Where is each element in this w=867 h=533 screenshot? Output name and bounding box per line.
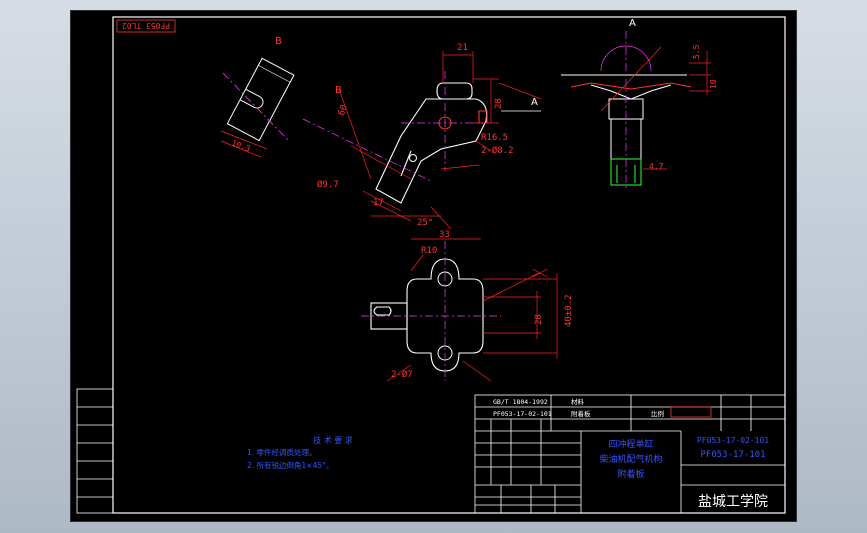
notes-title: 技 术 要 求 (313, 435, 353, 445)
section-b-view (226, 57, 295, 142)
side-arc (600, 45, 652, 72)
notes-item-1: 1. 零件经调质处理。 (247, 447, 317, 457)
part-name-3: 附着板 (617, 468, 644, 480)
dim-9-7: Ø9.7 (317, 179, 339, 190)
title-drawing-no-left: PF053-17-02-101 (493, 410, 552, 418)
plan-dims (386, 238, 558, 382)
dim-21: 21 (457, 43, 468, 53)
side-strip (76, 388, 114, 514)
cad-viewport[interactable]: PF053 TL02 B 10.3 21 (71, 11, 796, 521)
stamp-box (116, 19, 176, 33)
title-scale-label: 比例 (651, 409, 664, 418)
dim-17: 17 (373, 198, 384, 208)
dim-r10: R10 (421, 246, 437, 256)
dim-25-deg: 25° (417, 218, 433, 228)
part-name-2: 柴油机配气机构 (599, 453, 662, 465)
label-a-side: A (531, 97, 538, 108)
dim-10-3: 10.3 (230, 138, 251, 153)
side-dims (643, 51, 711, 170)
dim-60: 60 (337, 104, 350, 118)
dim-holes-top: 2-Ø8.2 (481, 145, 514, 156)
plan-view (370, 258, 484, 372)
title-red-tag (670, 406, 712, 418)
drawing-frame (112, 16, 786, 514)
part-name-1: 四冲程单缸 (608, 438, 653, 450)
bracket-dims (338, 51, 542, 230)
cad-drawing: PF053 TL02 B 10.3 21 (76, 16, 786, 514)
part-code-2: PF053-17-101 (700, 450, 765, 460)
school-name: 盐城工学院 (698, 494, 768, 510)
notes-item-2: 2. 所有锐边倒角1×45°。 (247, 460, 333, 470)
dim-10: 10 (709, 79, 718, 89)
dim-28: 28 (494, 98, 504, 109)
title-block (474, 394, 786, 514)
label-b-section: B (335, 85, 342, 96)
title-material-label: 材料 (571, 397, 585, 406)
title-std: GB/T 1804-1992 (493, 398, 548, 406)
dim-40: 40±0.2 (564, 294, 574, 327)
side-diagonal (600, 46, 662, 112)
stamp-text: PF053 TL02 (122, 21, 170, 30)
bracket-main-view (375, 82, 488, 204)
part-code: PF053-17-02-101 (697, 436, 769, 445)
dim-r16-5: R16.5 (481, 133, 508, 143)
dim-4-7: 4.7 (649, 162, 664, 171)
title-name-label: 附着板 (571, 409, 591, 418)
bracket-hole-small (409, 154, 417, 162)
bracket-centerline-diag (302, 118, 432, 182)
section-b-centerline (222, 72, 290, 142)
label-a-top: A (629, 18, 636, 29)
dim-28b: 28 (534, 314, 544, 325)
label-b-top: B (275, 36, 282, 47)
section-b-dims (220, 130, 268, 158)
dim-33: 33 (439, 230, 450, 240)
dim-holes-plan: 2-Ø7 (391, 369, 413, 380)
dim-5-5: 5.5 (692, 44, 701, 59)
